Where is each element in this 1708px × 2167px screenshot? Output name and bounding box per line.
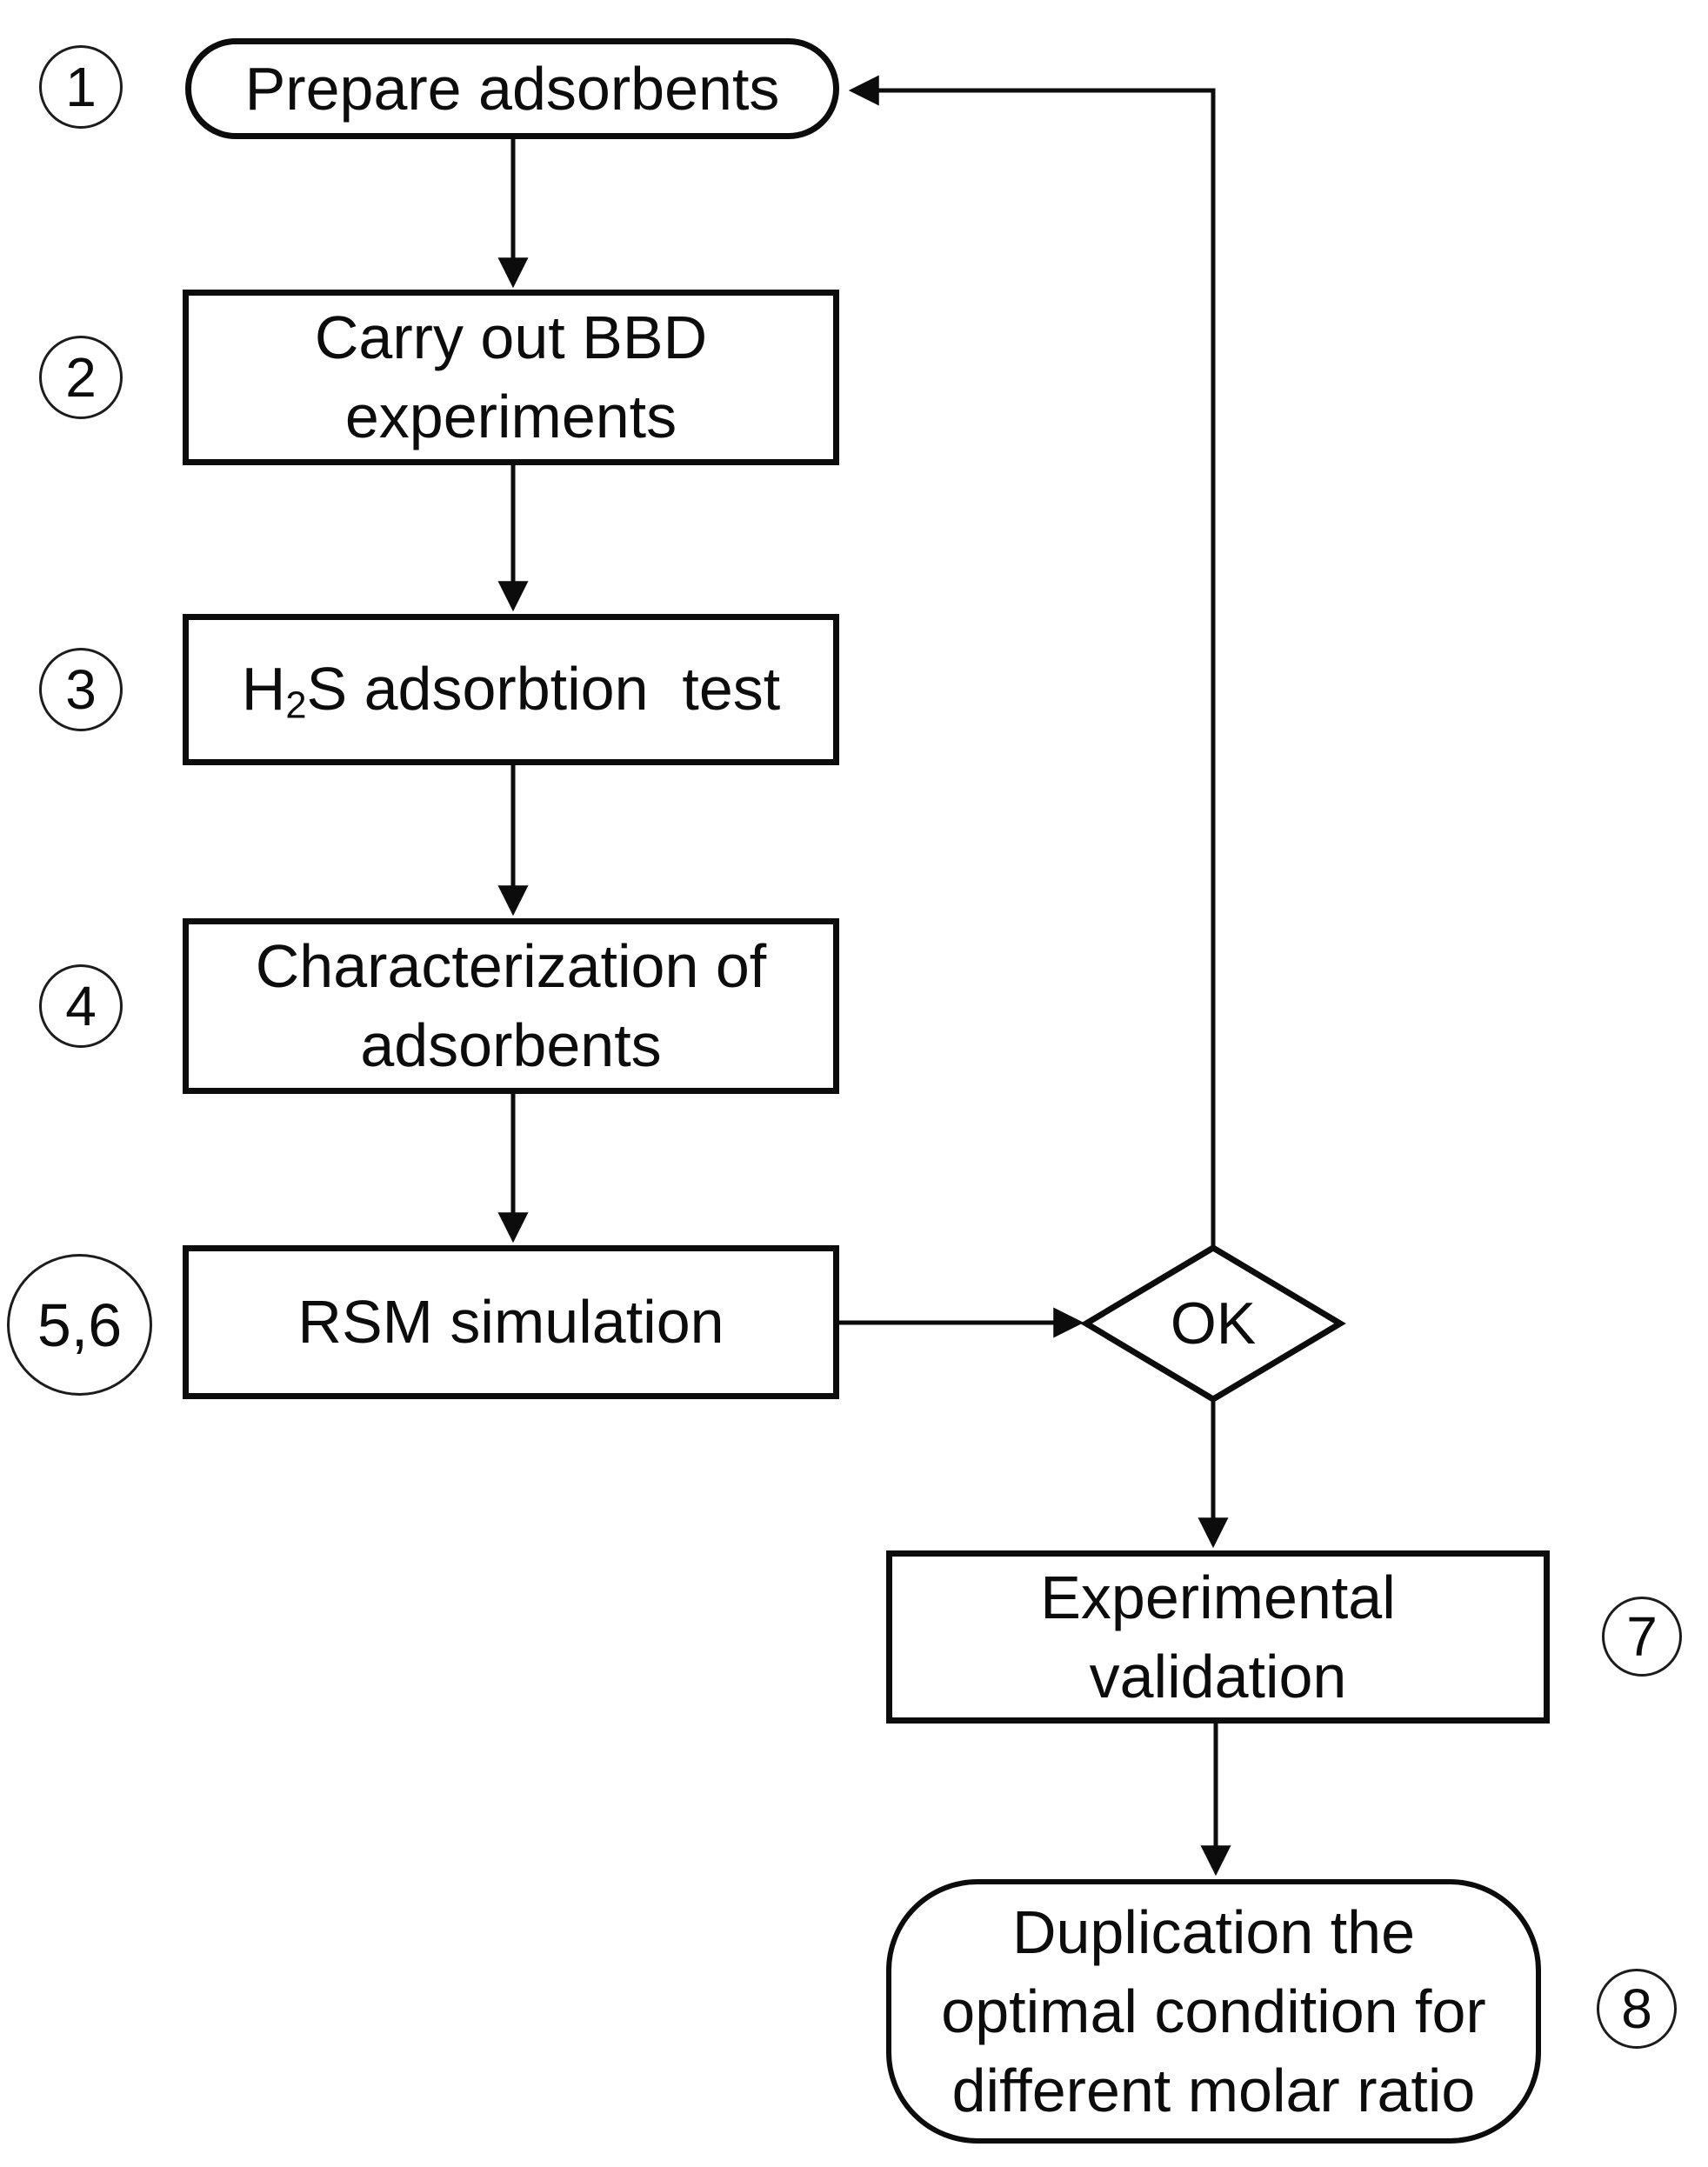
step-badge-1: 1 [39,45,123,129]
node-prepare-adsorbents: Prepare adsorbents [185,38,839,139]
step-badge-3: 3 [39,648,123,731]
formula-subscript-2: 2 [285,684,307,727]
node-characterization-of-adsorbents-label: Characterization of adsorbents [255,932,767,1079]
step-badge-5-6: 5,6 [7,1254,152,1396]
step-badge-5-6-label: 5,6 [37,1290,123,1359]
step-badge-7: 7 [1602,1597,1682,1677]
node-duplication-optimal-condition-label: Duplication the optimal condition for di… [941,1897,1486,2124]
node-decision-ok-label: OK [1170,1290,1257,1357]
node-h2s-adsorption-test: H2S adsorbtion test [183,614,839,765]
step-badge-4-label: 4 [65,975,97,1037]
step-badge-2: 2 [39,336,123,419]
node-decision-ok: OK [1086,1248,1340,1399]
step-badge-3-label: 3 [65,658,97,721]
node-experimental-validation: Experimental validation [886,1550,1550,1724]
step-badge-2-label: 2 [65,346,97,409]
node-prepare-adsorbents-label: Prepare adsorbents [244,54,780,123]
node-rsm-simulation-label: RSM simulation [297,1288,724,1356]
node-carry-out-bbd-experiments-label: Carry out BBD experiments [314,303,708,450]
step-badge-4: 4 [39,964,123,1048]
formula-h: H [241,654,286,723]
feedback-arrow-decision-to-prepare [848,75,1216,1249]
step-badge-8-label: 8 [1621,1977,1652,2040]
step-badge-8: 8 [1597,1969,1677,2049]
step-badge-7-label: 7 [1626,1605,1658,1668]
node-carry-out-bbd-experiments: Carry out BBD experiments [183,290,839,465]
node-experimental-validation-label: Experimental validation [1040,1563,1396,1710]
node-rsm-simulation: RSM simulation [183,1245,839,1399]
step-badge-1-label: 1 [65,56,97,118]
node-characterization-of-adsorbents: Characterization of adsorbents [183,918,839,1094]
formula-rest: S adsorbtion test [306,654,781,723]
decision-diamond-shape [1080,1244,1346,1404]
node-duplication-optimal-condition: Duplication the optimal condition for di… [886,1879,1541,2144]
node-h2s-adsorption-test-label: H2S adsorbtion test [242,650,780,730]
